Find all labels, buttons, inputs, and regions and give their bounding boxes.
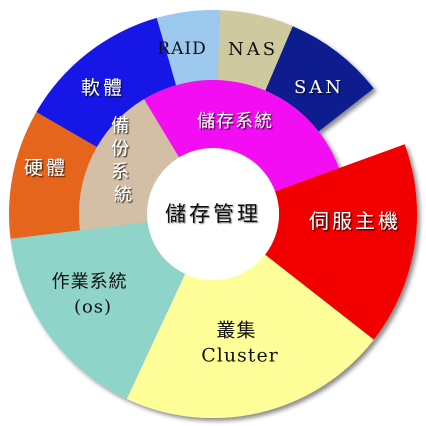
- label-nas: NAS: [228, 39, 278, 60]
- label-raid: RAID: [157, 39, 206, 59]
- label-hardware: 硬體: [24, 157, 68, 179]
- segment-software: [36, 17, 177, 148]
- segment-raid: [156, 9, 221, 86]
- segment-hardware: [8, 112, 97, 239]
- label-server-host: 伺服主機: [309, 209, 401, 233]
- segment-nas: [217, 10, 293, 91]
- center-label: 儲存管理: [165, 202, 261, 226]
- segment-backup-system: [79, 99, 180, 231]
- segment-cluster: [126, 254, 374, 418]
- label-operating-system: 作業系統 (os): [52, 271, 135, 317]
- segment-server-host: [265, 144, 417, 340]
- segment-storage-system: [143, 79, 339, 192]
- label-san: SAN: [294, 77, 344, 98]
- segment-san: [265, 26, 374, 132]
- label-backup-system: 備 份 系 統: [111, 115, 135, 205]
- label-cluster: 叢集 Cluster: [201, 320, 279, 367]
- label-storage-system: 儲存系統: [197, 111, 273, 132]
- label-software: 軟體: [81, 77, 125, 99]
- center-hole: [147, 148, 279, 280]
- segment-operating-system: [10, 222, 186, 399]
